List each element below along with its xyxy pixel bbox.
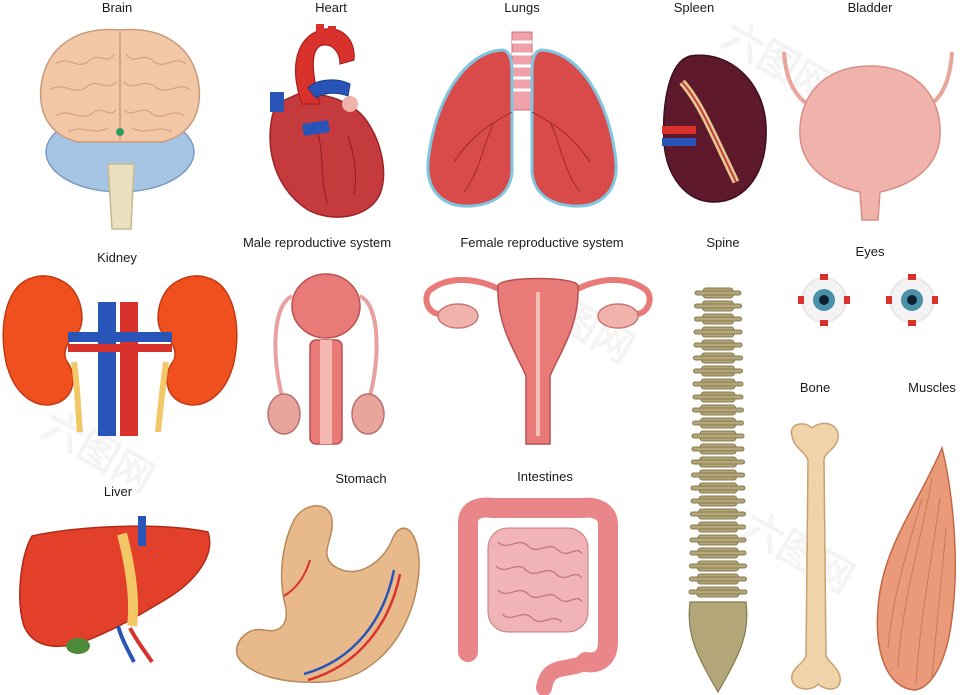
- vertebra-process: [690, 511, 746, 517]
- vertebra-process: [693, 342, 743, 348]
- vertebra-process: [689, 537, 747, 543]
- spine-label: Spine: [706, 235, 740, 250]
- vertebra-process: [690, 524, 746, 530]
- vertebra-process: [688, 589, 748, 595]
- liver-illustration: [18, 516, 216, 666]
- vertebra-process: [694, 303, 742, 309]
- vertebra-process: [689, 576, 747, 582]
- brain-illustration: [38, 24, 203, 230]
- liver-label: Liver: [103, 484, 133, 499]
- vertebra-process: [691, 446, 745, 452]
- lungs-label: Lungs: [504, 0, 540, 15]
- bladder-illustration: [780, 46, 960, 222]
- vertebra-process: [693, 355, 743, 361]
- vertebra-process: [692, 381, 744, 387]
- vertebra-process: [690, 498, 746, 504]
- male-reproductive-illustration: [262, 266, 392, 446]
- lungs-illustration: [424, 31, 620, 212]
- vertebra-process: [692, 420, 744, 426]
- stomach-illustration: [234, 500, 424, 690]
- vertebra-process: [689, 563, 747, 569]
- vertebra-process: [689, 550, 747, 556]
- vertebra-process: [690, 485, 746, 491]
- female-reproductive-label: Female reproductive system: [460, 235, 624, 250]
- eye-right-illustration: [884, 272, 940, 328]
- vertebra-process: [692, 394, 744, 400]
- vertebra-process: [691, 433, 745, 439]
- vertebra-process: [691, 472, 745, 478]
- spleen-label: Spleen: [673, 0, 715, 15]
- heart-label: Heart: [315, 0, 347, 15]
- vertebra-process: [693, 329, 743, 335]
- vertebra-process: [693, 368, 743, 374]
- eyes-label: Eyes: [855, 244, 885, 259]
- eye-left-illustration: [796, 272, 852, 328]
- bone-illustration: [784, 420, 848, 692]
- vertebra-process: [694, 290, 742, 296]
- spine-illustration: [676, 284, 760, 694]
- female-reproductive-illustration: [418, 266, 658, 448]
- kidney-label: Kidney: [97, 250, 137, 265]
- spleen-illustration: [660, 52, 770, 204]
- kidney-illustration: [2, 272, 238, 438]
- bladder-label: Bladder: [847, 0, 893, 15]
- vertebra-process: [694, 316, 742, 322]
- muscles-label: Muscles: [908, 380, 956, 395]
- intestines-illustration: [448, 492, 626, 695]
- heart-illustration: [258, 24, 388, 219]
- vertebra-process: [692, 407, 744, 413]
- stomach-label: Stomach: [335, 471, 387, 486]
- muscle-illustration: [872, 445, 958, 692]
- vertebra-process: [691, 459, 745, 465]
- intestines-label: Intestines: [517, 469, 573, 484]
- bone-label: Bone: [799, 380, 831, 395]
- brain-label: Brain: [101, 0, 133, 15]
- male-reproductive-label: Male reproductive system: [242, 235, 392, 250]
